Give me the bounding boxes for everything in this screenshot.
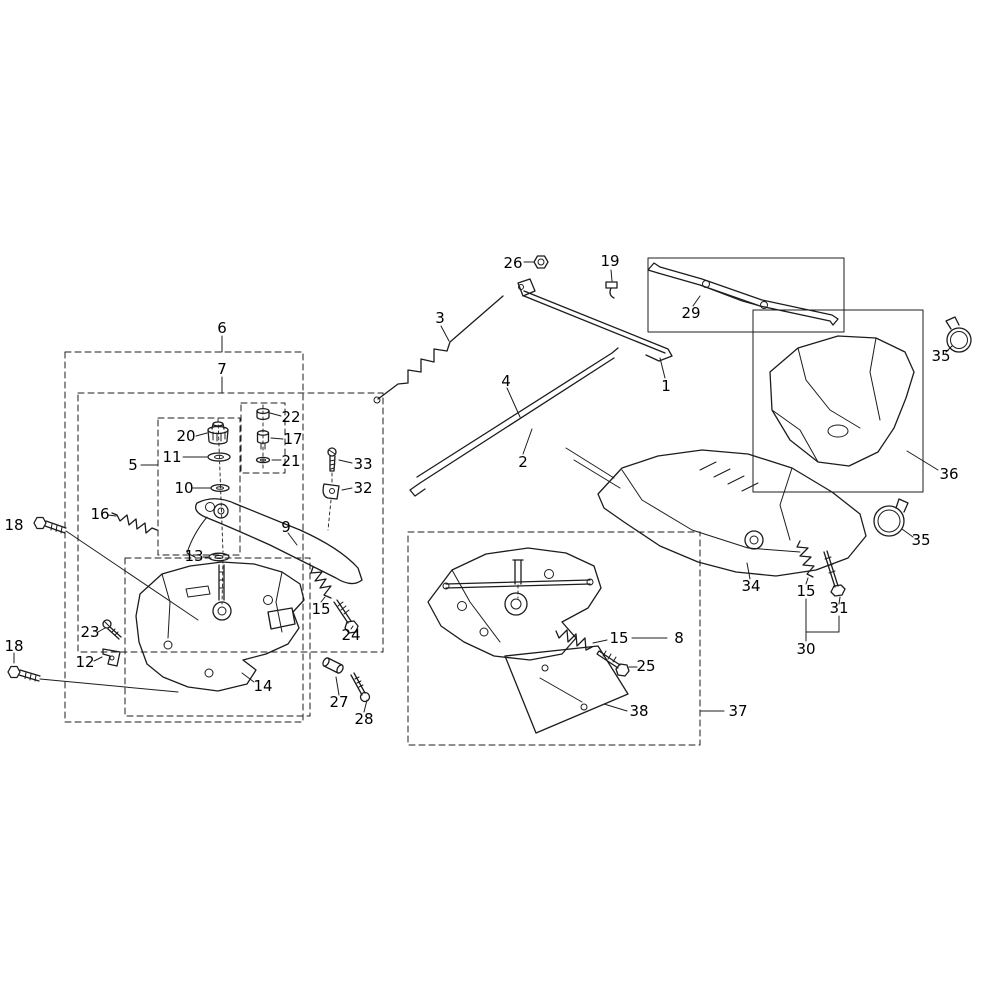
callout-33: 33 (353, 455, 372, 473)
callout-15-left: 15 (311, 600, 330, 618)
callout-29: 29 (681, 304, 700, 322)
callout-31: 31 (829, 599, 848, 617)
callout-22: 22 (281, 408, 300, 426)
part-clip-12 (102, 648, 121, 667)
callout-9: 9 (281, 518, 291, 536)
callout-38: 38 (629, 702, 648, 720)
part-stud (218, 564, 225, 601)
callout-3: 3 (435, 309, 445, 327)
callout-17: 17 (283, 430, 302, 448)
part-clamp-35-mid (873, 498, 909, 537)
part-plate-38 (504, 645, 629, 734)
part-clamp-35-top (945, 316, 972, 353)
part-spring-15-center (555, 629, 593, 651)
callout-10: 10 (174, 479, 193, 497)
callout-35-mid: 35 (911, 531, 930, 549)
callout-23: 23 (80, 623, 99, 641)
clamp-centerline (327, 472, 333, 531)
part-bolt-24 (333, 599, 359, 634)
part-spring-15-right (796, 540, 815, 578)
callout-15-right: 15 (796, 582, 815, 600)
callout-15-center: 15 (609, 629, 628, 647)
callout-21: 21 (281, 452, 300, 470)
callout-19: 19 (600, 252, 619, 270)
part-cover-36 (769, 335, 915, 467)
callout-5: 5 (128, 456, 138, 474)
part-rod-4 (416, 347, 619, 478)
part-bolt-18-top (33, 516, 67, 534)
callout-27: 27 (329, 693, 348, 711)
callout-36: 36 (939, 465, 958, 483)
part-bracket-8 (427, 547, 602, 661)
part-lever-9 (186, 498, 363, 585)
part-washer-11 (207, 452, 231, 462)
part-washer-10 (210, 483, 230, 493)
frame-box-36 (752, 309, 924, 493)
assembly-centerline (217, 418, 224, 605)
part-spring-16 (111, 512, 158, 534)
frame-box-5 (157, 417, 241, 556)
bracket-line-30 (805, 598, 840, 642)
callout-30: 30 (796, 640, 815, 658)
leader-bolt-18-top (65, 530, 199, 621)
part-rod-2 (409, 357, 615, 497)
part-bolt-31 (823, 550, 846, 597)
leader-bolt-18-bottom (39, 678, 179, 693)
part-clip-19 (605, 281, 618, 299)
frame-box-7 (77, 392, 384, 653)
callout-7: 7 (217, 360, 227, 378)
callout-28: 28 (354, 710, 373, 728)
part-spacer-27 (322, 657, 344, 674)
callout-13: 13 (184, 547, 203, 565)
callout-37: 37 (728, 702, 747, 720)
part-bolt-28 (350, 672, 371, 703)
callout-32: 32 (353, 479, 372, 497)
part-bolt-25 (596, 650, 630, 677)
callout-18-top: 18 (4, 516, 23, 534)
callout-20: 20 (176, 427, 195, 445)
part-spring-3 (373, 295, 504, 404)
callout-2: 2 (518, 453, 528, 471)
callout-14: 14 (253, 677, 272, 695)
part-clamp-32 (322, 483, 340, 500)
part-nut-26 (533, 255, 549, 269)
part-screw-33 (327, 447, 337, 472)
leader-lines (13, 261, 953, 713)
frame-boxes (64, 257, 924, 746)
part-linkage-29 (647, 262, 839, 326)
callout-25: 25 (636, 657, 655, 675)
callout-34: 34 (741, 577, 760, 595)
part-cap-20 (207, 421, 229, 445)
part-nut-22 (256, 407, 270, 421)
part-bolt-17 (256, 430, 270, 450)
part-washer-13 (208, 552, 230, 562)
part-bracket-14 (135, 561, 305, 692)
frame-box-6 (64, 351, 304, 723)
part-spring-15-left (310, 566, 332, 599)
callout-12: 12 (75, 653, 94, 671)
callout-6: 6 (217, 319, 227, 337)
part-bolt-18-bottom (7, 665, 41, 682)
callout-18-bottom: 18 (4, 637, 23, 655)
callout-8: 8 (674, 629, 684, 647)
callout-4: 4 (501, 372, 511, 390)
callout-24: 24 (341, 626, 360, 644)
part-washer-21 (255, 456, 271, 464)
part-shroud-34 (565, 447, 867, 577)
part-control-rod-1 (517, 278, 673, 362)
frame-box-37 (407, 531, 701, 746)
part-screw-23 (102, 619, 122, 640)
frame-box-fasteners (240, 402, 286, 474)
callout-1: 1 (661, 377, 671, 395)
callout-16: 16 (90, 505, 109, 523)
callout-35-top: 35 (931, 347, 950, 365)
callout-26: 26 (503, 254, 522, 272)
callout-labels: 26 19 29 3 1 4 2 35 36 6 7 22 20 17 11 2… (4, 252, 958, 728)
callout-11: 11 (162, 448, 181, 466)
frame-box-29 (647, 257, 845, 333)
